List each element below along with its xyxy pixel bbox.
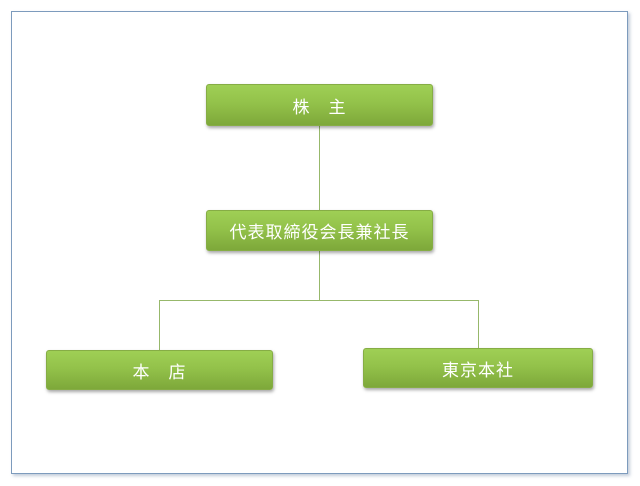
node-president: 代表取締役会長兼社長 (206, 210, 433, 251)
node-shareholders-label: 株 主 (292, 97, 347, 118)
node-head-office: 本 店 (46, 350, 273, 390)
node-tokyo-office-label: 東京本社 (442, 360, 514, 381)
node-head-office-label: 本 店 (132, 362, 187, 383)
node-shareholders: 株 主 (206, 84, 433, 126)
node-tokyo-office: 東京本社 (363, 348, 593, 388)
node-president-label: 代表取締役会長兼社長 (229, 223, 410, 243)
